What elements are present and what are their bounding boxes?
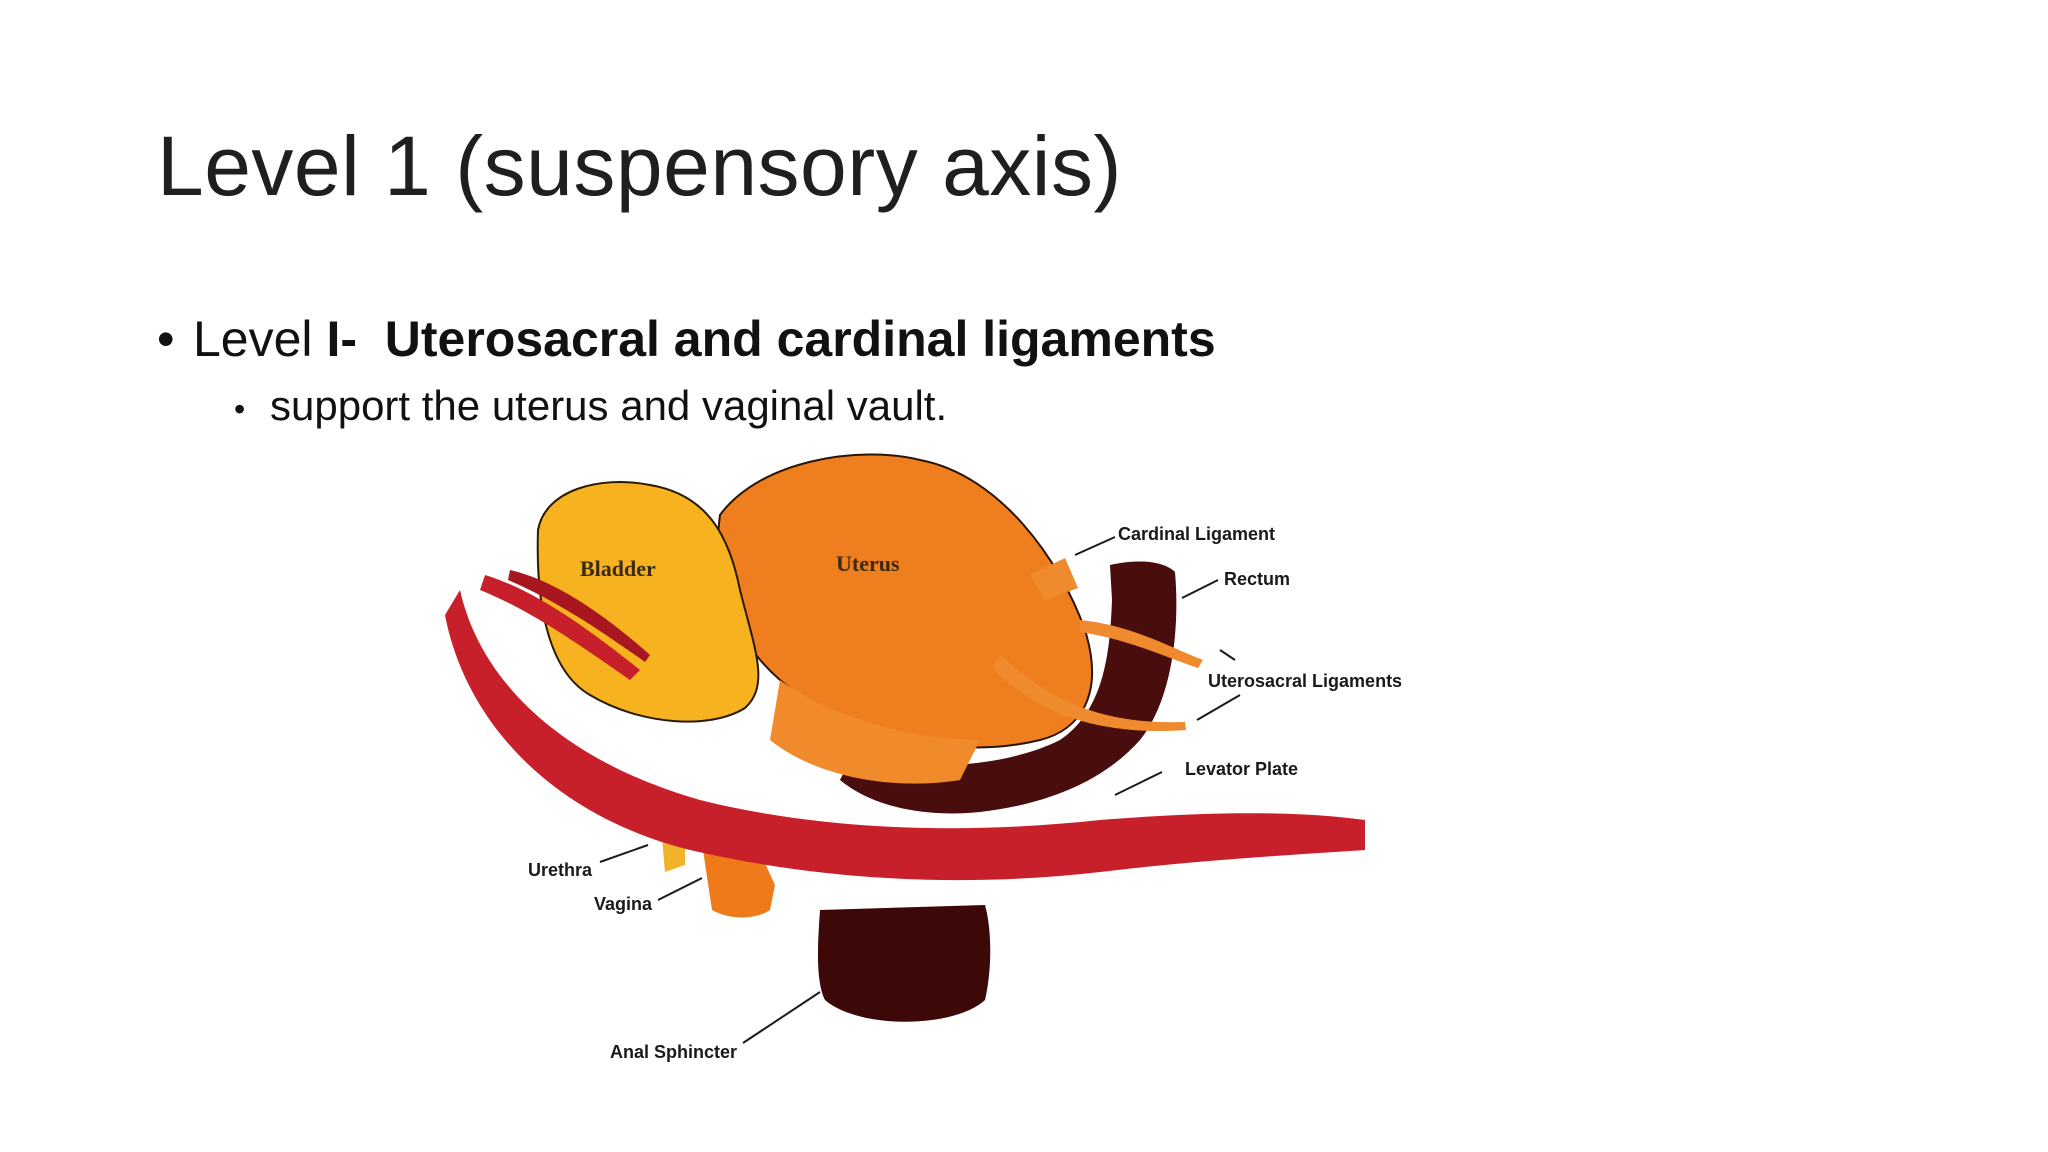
leader-urethra (599, 844, 649, 863)
anal-sphincter-shape (817, 905, 991, 1022)
bullet-dot: • (157, 311, 175, 367)
label-anal-sphincter: Anal Sphincter (610, 1042, 737, 1062)
label-vagina: Vagina (594, 894, 653, 914)
label-cardinal-ligament: Cardinal Ligament (1118, 524, 1275, 544)
label-rectum: Rectum (1224, 569, 1290, 589)
cervix-shape (770, 680, 980, 784)
pelvic-anatomy-figure: Bladder Uterus Cardinal Ligament Rectum … (440, 440, 1440, 1080)
label-uterosacral-ligaments: Uterosacral Ligaments (1208, 671, 1402, 691)
bullet-prefix: Level (193, 311, 327, 367)
label-levator-plate: Levator Plate (1185, 759, 1298, 779)
rectum-shape (840, 561, 1177, 814)
uterosacral-ligament-shape-2 (1080, 620, 1203, 668)
uterosacral-ligament-shape (992, 655, 1186, 732)
bladder-shape (536, 481, 760, 723)
pubococcygeus-shape (480, 575, 640, 680)
sub-bullet: • support the uterus and vaginal vault. (234, 382, 1216, 430)
uterus-shape (717, 453, 1094, 749)
pubococcygeus-shape-2 (508, 570, 650, 662)
leader-rectum (1181, 579, 1219, 599)
sub-bullet-text: support the uterus and vaginal vault. (270, 382, 948, 429)
sub-bullet-dot: • (234, 391, 246, 427)
cardinal-ligament-shape (1030, 558, 1078, 600)
leader-cardinal-ligament (1074, 536, 1116, 556)
leader-vagina (657, 877, 703, 901)
bullet-list: • Level I- Uterosacral and cardinal liga… (157, 310, 1216, 430)
label-urethra: Urethra (528, 860, 593, 880)
label-uterus: Uterus (836, 551, 900, 576)
bullet-level-1: • Level I- Uterosacral and cardinal liga… (157, 310, 1216, 368)
leader-levator-plate (1114, 771, 1163, 796)
leader-anal-sphincter (742, 991, 821, 1044)
slide-title: Level 1 (suspensory axis) (157, 119, 1122, 213)
leader-uterosacral-2 (1196, 694, 1241, 721)
levator-plate-shape (445, 590, 1365, 881)
label-bladder: Bladder (580, 556, 656, 581)
bullet-bold-text: I- Uterosacral and cardinal ligaments (326, 311, 1216, 367)
leader-uterosacral (1219, 649, 1236, 661)
pelvic-anatomy-illustration: Bladder Uterus Cardinal Ligament Rectum … (445, 453, 1402, 1062)
